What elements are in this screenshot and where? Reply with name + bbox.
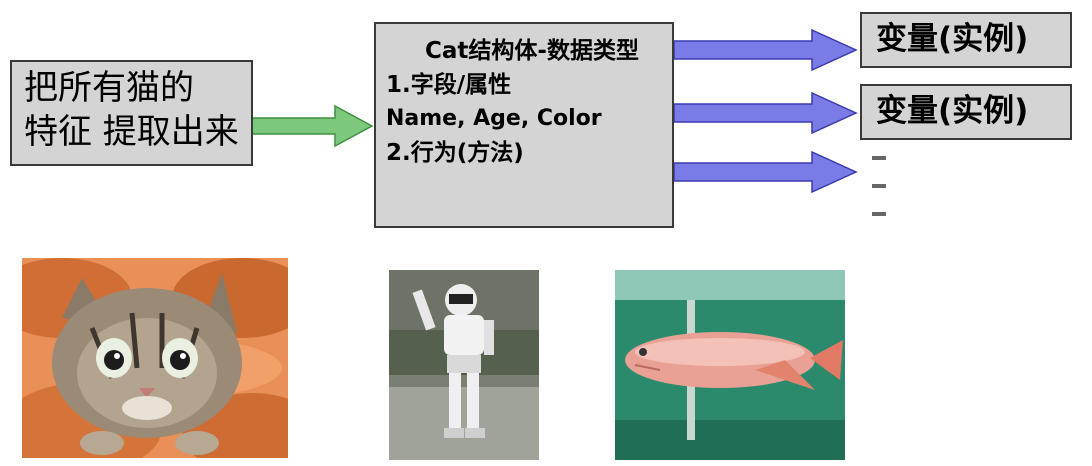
left-box-line-1: 把所有猫的 [24, 68, 194, 108]
blue-arrow-3 [673, 150, 858, 194]
instance-box-1: 变量(实例) [860, 12, 1072, 68]
struct-item-fields: 1.字段/属性 [386, 72, 512, 98]
struct-field-names: Name, Age, Color [386, 106, 602, 131]
ellipsis-dash-3 [872, 212, 886, 216]
green-arrow [239, 104, 374, 148]
blue-arrow-1 [673, 28, 858, 72]
struct-item-methods: 2.行为(方法) [386, 140, 524, 166]
struct-title: Cat结构体-数据类型 [425, 38, 639, 64]
ellipsis-dash-1 [872, 156, 886, 160]
blue-arrow-2 [673, 91, 858, 135]
extract-features-box: 把所有猫的 特征 提取出来 [10, 60, 253, 166]
kitten-photo [22, 258, 288, 458]
ellipsis-dash-2 [872, 184, 886, 188]
left-box-line-2: 特征 提取出来 [24, 112, 239, 152]
cat-struct-box: Cat结构体-数据类型 1.字段/属性 Name, Age, Color 2.行… [374, 22, 674, 228]
robot-photo [389, 270, 539, 460]
instance-box-2: 变量(实例) [860, 84, 1072, 140]
arowana-fish-photo [615, 270, 845, 460]
